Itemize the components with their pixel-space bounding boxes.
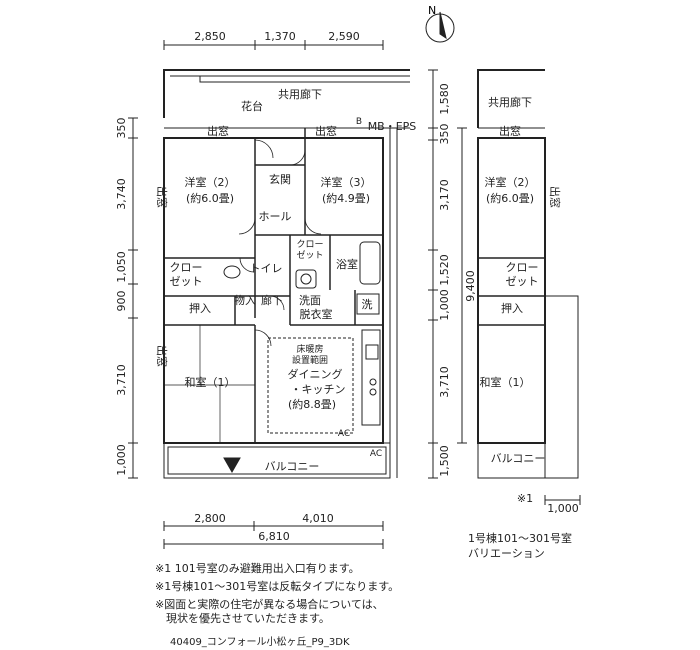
var-corridor-label: 共用廊下 [488, 95, 532, 109]
closet-small-label: クロー [296, 239, 323, 250]
var-note-mark: ※1 [517, 492, 533, 505]
var-western-room-label: 洋室（2） [485, 175, 536, 189]
note-line-2: ※1号棟101～301号室は反転タイプになります。 [155, 580, 400, 593]
dim-top-3: 2,590 [328, 30, 360, 43]
dim-mid-total: 9,400 [464, 270, 477, 302]
mb-b-label: B [356, 117, 362, 127]
hanadai-label: 花台 [241, 99, 263, 113]
dim-bottom-total: 6,810 [258, 530, 290, 543]
var-closet-label: クロー [506, 261, 539, 274]
demado-side-label: 出窓 [155, 345, 169, 367]
var-oshiire-label: 押入 [501, 301, 523, 315]
western-room-2-label: 洋室（2） [185, 175, 236, 189]
demado-label: 出窓 [315, 124, 337, 138]
middle-dimension-line [428, 69, 467, 479]
genkan-label: 玄関 [269, 172, 291, 186]
floor-heating-label: 床暖房 [296, 343, 323, 355]
ac-label: AC [338, 429, 350, 439]
western-room-3-size: (約4.9畳) [322, 191, 370, 205]
note-line-4: 現状を優先させていただきます。 [155, 612, 330, 625]
closet-label: ゼット [170, 275, 203, 288]
door-swings [238, 139, 322, 347]
north-label: N [428, 4, 436, 17]
rouka-label: 廊下 [261, 293, 283, 307]
washer-label: 洗 [362, 298, 373, 311]
mbeps-label: MB・EPS [368, 120, 417, 133]
top-dimension-line [163, 40, 384, 50]
balcony-entrance-mark [223, 457, 241, 474]
senmen-label: 脱衣室 [300, 307, 333, 321]
bath-label: 浴室 [336, 257, 358, 271]
var-balcony-label: バルコニー [491, 452, 546, 465]
var-caption: バリエーション [468, 547, 545, 560]
dim-top-2: 1,370 [264, 30, 296, 43]
dk-size: (約8.8畳) [288, 397, 336, 411]
floor-heating-label: 設置範囲 [292, 354, 328, 366]
var-demado-label: 出窓 [499, 124, 521, 138]
closet-label: クロー [170, 261, 203, 274]
dim-left-4: 900 [115, 291, 128, 312]
var-western-room-size: (約6.0畳) [486, 191, 534, 205]
dim-mid-5: 1,000 [438, 289, 451, 321]
washitsu-label: 和室（1） [185, 375, 236, 389]
dim-left-1: 350 [115, 118, 128, 139]
demado-label: 出窓 [207, 124, 229, 138]
ac-label: AC [370, 449, 382, 459]
dim-top-1: 2,850 [194, 30, 226, 43]
dim-left-5: 3,710 [115, 364, 128, 396]
note-line-3: ※図面と実際の住宅が異なる場合については、 [155, 598, 384, 611]
dk-label: ・キッチン [291, 383, 346, 396]
floor-heating-area [267, 337, 354, 434]
bathtub [359, 241, 381, 285]
dim-mid-6: 3,710 [438, 366, 451, 398]
dim-mid-3: 3,170 [438, 179, 451, 211]
closet-small-label: ゼット [296, 249, 323, 261]
western-room-2-size: (約6.0畳) [186, 191, 234, 205]
oshiire-label: 押入 [189, 301, 211, 315]
var-demado-side-label: 出窓 [548, 186, 562, 208]
dim-mid-1: 1,580 [438, 83, 451, 115]
note-line-1: ※1 101号室のみ避難用出入口有ります。 [155, 562, 360, 575]
variation-bottom-dim [544, 495, 581, 505]
dk-label: ダイニング [288, 367, 343, 381]
var-caption: 1号棟101～301号室 [468, 531, 572, 545]
north-arrow [425, 11, 455, 43]
var-washitsu-label: 和室（1） [480, 375, 531, 389]
dim-mid-7: 1,500 [438, 445, 451, 477]
dim-left-6: 1,000 [115, 444, 128, 476]
var-closet-label: ゼット [506, 275, 539, 288]
western-room-3-label: 洋室（3） [321, 175, 372, 189]
main-plan-walls [163, 69, 410, 479]
toilet-fixture [223, 265, 241, 279]
corridor-label: 共用廊下 [278, 87, 322, 101]
var-dim-bottom: 1,000 [547, 502, 579, 515]
dim-mid-4: 1,520 [438, 254, 451, 286]
hall-label: ホール [259, 210, 292, 223]
dim-bottom-2: 4,010 [302, 512, 334, 525]
tatami-lines [164, 325, 255, 443]
dim-left-3: 1,050 [115, 251, 128, 283]
dim-bottom-1: 2,800 [194, 512, 226, 525]
kitchen-counter [361, 329, 381, 426]
left-dimension-line [128, 117, 138, 479]
dim-left-2: 3,740 [115, 178, 128, 210]
demado-side-label: 出窓 [155, 186, 169, 208]
bottom-dimension-line [163, 521, 384, 549]
dim-mid-2: 350 [438, 124, 451, 145]
balcony-label: バルコニー [265, 460, 320, 473]
footer-code: 40409_コンフォール小松ヶ丘_P9_3DK [170, 637, 350, 648]
monoire-label: 物入 [234, 293, 256, 307]
toilet-label: トイレ [250, 262, 283, 275]
variation-plan-walls [477, 69, 546, 479]
senmen-label: 洗面 [299, 294, 321, 307]
variation-interior [478, 257, 579, 479]
